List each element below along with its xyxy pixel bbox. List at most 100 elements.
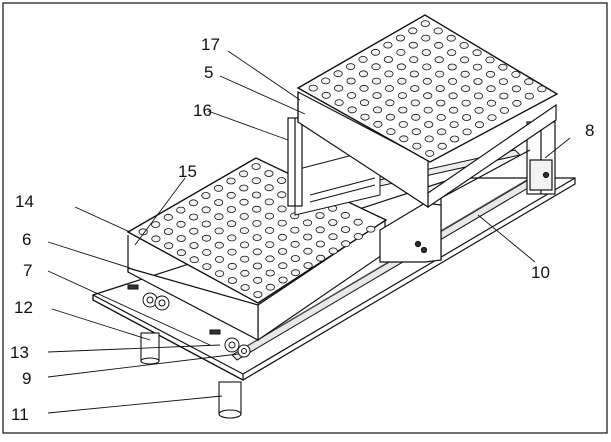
lower-plate-hole [328, 233, 338, 241]
upper-plate-hole [334, 99, 344, 106]
upper-plate-hole [385, 113, 395, 121]
label-11: 11 [11, 405, 29, 424]
lower-plate-hole [277, 219, 287, 227]
upper-plate-hole [408, 27, 418, 35]
lower-plate-hole [151, 235, 161, 243]
lower-plate-hole [201, 220, 211, 228]
lower-plate-hole [240, 284, 250, 291]
lower-plate-hole [214, 213, 224, 221]
upper-plate-hole [435, 70, 445, 78]
label-6: 6 [22, 230, 31, 249]
lower-plate-hole [264, 198, 274, 206]
lower-plate-hole [214, 241, 224, 249]
lower-plate-hole [202, 263, 212, 271]
lower-plate-hole [265, 269, 275, 277]
lower-plate-hole [189, 242, 199, 249]
upper-plate-hole [399, 135, 409, 143]
upper-plate-hole [487, 114, 497, 121]
lower-plate-hole [315, 212, 325, 219]
upper-plate-hole [436, 114, 446, 121]
upper-plate-hole [397, 77, 407, 85]
lower-plate-hole [303, 247, 313, 255]
lower-plate-hole [277, 248, 288, 255]
lower-plate-hole [315, 240, 325, 248]
upper-plate-hole [437, 142, 447, 150]
upper-plate-hole [383, 56, 393, 63]
upper-plate-hole [386, 128, 396, 136]
lower-plate-hole [188, 199, 198, 207]
upper-plate-hole [524, 92, 534, 100]
base-components [127, 284, 251, 358]
lower-plate-hole [290, 255, 300, 262]
upper-plate-hole [409, 70, 419, 78]
upper-frame [287, 117, 556, 263]
upper-plate-hole [383, 41, 393, 49]
upper-plate-hole [486, 85, 496, 93]
upper-plate-hole [474, 106, 484, 114]
upper-plate-hole [358, 70, 369, 78]
lower-plate-hole [251, 163, 261, 170]
upper-plate-hole [423, 106, 433, 114]
lower-plate-hole [278, 262, 288, 270]
upper-plate-hole [433, 27, 443, 35]
label-17: 17 [201, 35, 220, 54]
lower-plate-hole [341, 240, 351, 248]
upper-plate-hole [411, 128, 421, 136]
label-12: 12 [14, 298, 33, 317]
upper-plate-hole [421, 49, 431, 56]
upper-plate-hole [412, 142, 422, 150]
lower-plate-hole [353, 232, 363, 240]
upper-plate-hole [321, 77, 331, 85]
upper-plate-hole [446, 34, 456, 42]
leader-lines [47, 50, 571, 414]
figure-border [2, 2, 608, 434]
label-8: 8 [585, 121, 594, 140]
label-13: 13 [10, 343, 29, 362]
upper-plate-hole [360, 113, 370, 121]
lower-plate-hole [226, 191, 236, 199]
upper-plate-hole [345, 63, 356, 70]
lower-plate-hole [252, 262, 263, 270]
lower-plate-hole [189, 213, 199, 221]
upper-plate-hole [448, 106, 459, 114]
lower-plate-hole [239, 241, 250, 249]
upper-plate-hole [410, 85, 420, 92]
upper-plate-hole [447, 63, 457, 71]
upper-plate-hole [436, 99, 446, 107]
upper-plate-hole [395, 34, 405, 42]
upper-plate-hole [421, 34, 431, 42]
lower-plate-hole [340, 226, 351, 233]
lower-plate-hole [276, 177, 287, 184]
upper-plate-hole [410, 99, 420, 107]
lower-plate-hole [202, 248, 212, 256]
lower-plate-hole [201, 234, 212, 242]
upper-plate-hole [448, 92, 458, 100]
upper-plate-hole [321, 91, 331, 99]
upper-plate-hole [398, 106, 408, 114]
upper-plate-hole [474, 121, 485, 129]
upper-plate-hole [333, 70, 343, 78]
lower-plate-hole [239, 184, 249, 192]
label-9: 9 [22, 369, 31, 388]
lower-plate-hole [340, 211, 350, 219]
lower-plate-hole [201, 192, 211, 199]
lower-plate-hole [214, 255, 225, 263]
lower-plate-hole [201, 206, 211, 214]
lower-plate-hole [303, 262, 313, 269]
upper-plate-hole [511, 85, 522, 93]
lower-plate-hole [214, 199, 224, 206]
lower-plate-hole [302, 219, 313, 227]
upper-plate-hole [447, 78, 458, 85]
lower-plate-hole [214, 227, 224, 235]
lower-plate-hole [252, 234, 262, 242]
upper-plate-hole [447, 49, 457, 56]
lower-plate-hole [366, 225, 376, 233]
lower-plate-hole [265, 255, 275, 263]
upper-plate-hole [371, 77, 382, 85]
lower-plate-hole [251, 177, 261, 185]
upper-plate-hole [422, 77, 432, 85]
lower-plate-hole [227, 262, 237, 270]
lower-plate-hole [252, 248, 262, 256]
upper-plate-hole [397, 92, 407, 99]
lower-plate-hole [240, 269, 250, 277]
